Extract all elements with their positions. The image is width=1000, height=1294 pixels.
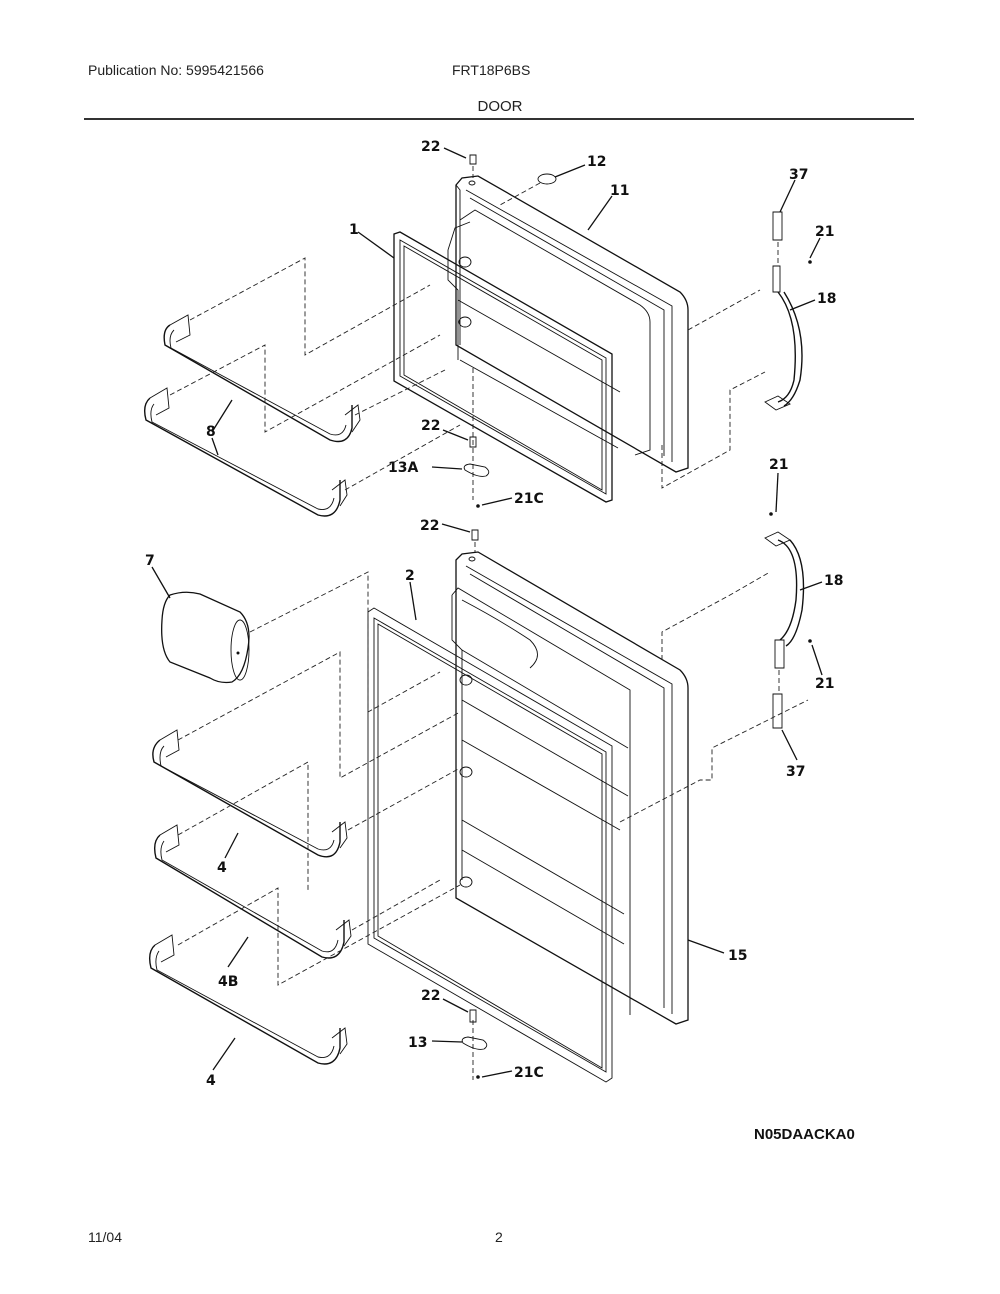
callout-7: 7	[145, 553, 155, 569]
callout-11: 11	[610, 183, 629, 199]
callout-21: 21	[815, 676, 834, 692]
door-stop-13	[461, 1036, 488, 1050]
door-stop-13A	[463, 463, 490, 477]
footer-date: 11/04	[88, 1229, 122, 1245]
callout-18: 18	[817, 291, 836, 307]
handle-18-upper	[764, 211, 803, 411]
callout-21C: 21C	[514, 1065, 544, 1081]
callout-22: 22	[421, 139, 440, 155]
freezer-gasket-1	[393, 231, 613, 503]
callout-2: 2	[405, 568, 415, 584]
page-number: 2	[495, 1229, 503, 1245]
screw-21-a	[808, 260, 812, 264]
shelf-bar-4-upper	[152, 729, 348, 858]
callout-21: 21	[815, 224, 834, 240]
callout-37: 37	[789, 167, 808, 183]
callout-21: 21	[769, 457, 788, 473]
diagram-code: N05DAACKA0	[754, 1126, 855, 1143]
callout-8: 8	[206, 424, 216, 440]
bushing-22-bottom	[469, 1009, 477, 1023]
freezer-door-11	[447, 175, 689, 473]
bushing-22-lower	[471, 529, 479, 541]
header-rule	[84, 118, 914, 120]
callout-13: 13	[408, 1035, 427, 1051]
fresh-food-door-15	[451, 551, 689, 1025]
shelf-bar-4B	[153, 824, 352, 959]
callout-22: 22	[420, 518, 439, 534]
callout-4B: 4B	[218, 974, 238, 990]
callout-22: 22	[421, 418, 440, 434]
model-number: FRT18P6BS	[452, 62, 531, 78]
bushing-22-top	[469, 154, 477, 165]
callout-21C: 21C	[514, 491, 544, 507]
callout-22: 22	[421, 988, 440, 1004]
fresh-food-gasket-2	[367, 607, 613, 1083]
dairy-door-7	[161, 591, 250, 684]
callout-4: 4	[206, 1073, 216, 1089]
callout-12: 12	[587, 154, 606, 170]
screw-21-b	[769, 512, 773, 516]
callout-15: 15	[728, 948, 747, 964]
shelf-bar-4-lower	[148, 934, 348, 1065]
screw-21C-bottom	[476, 1075, 480, 1079]
freezer-shelf-bar-8-upper	[163, 314, 361, 443]
section-title: DOOR	[477, 98, 523, 115]
freezer-shelf-bar-8-lower	[143, 387, 348, 517]
callout-13A: 13A	[388, 460, 418, 476]
screw-21-c	[808, 639, 812, 643]
callout-leaders	[151, 147, 823, 1078]
callout-18: 18	[824, 573, 843, 589]
publication-number: Publication No: 5995421566	[88, 62, 264, 78]
screw-21C-top	[476, 504, 480, 508]
plug-12	[537, 173, 557, 185]
handle-18-lower	[764, 531, 805, 729]
bushing-22-mid	[469, 436, 477, 448]
callout-37: 37	[786, 764, 805, 780]
callout-4: 4	[217, 860, 227, 876]
callout-1: 1	[349, 222, 359, 238]
